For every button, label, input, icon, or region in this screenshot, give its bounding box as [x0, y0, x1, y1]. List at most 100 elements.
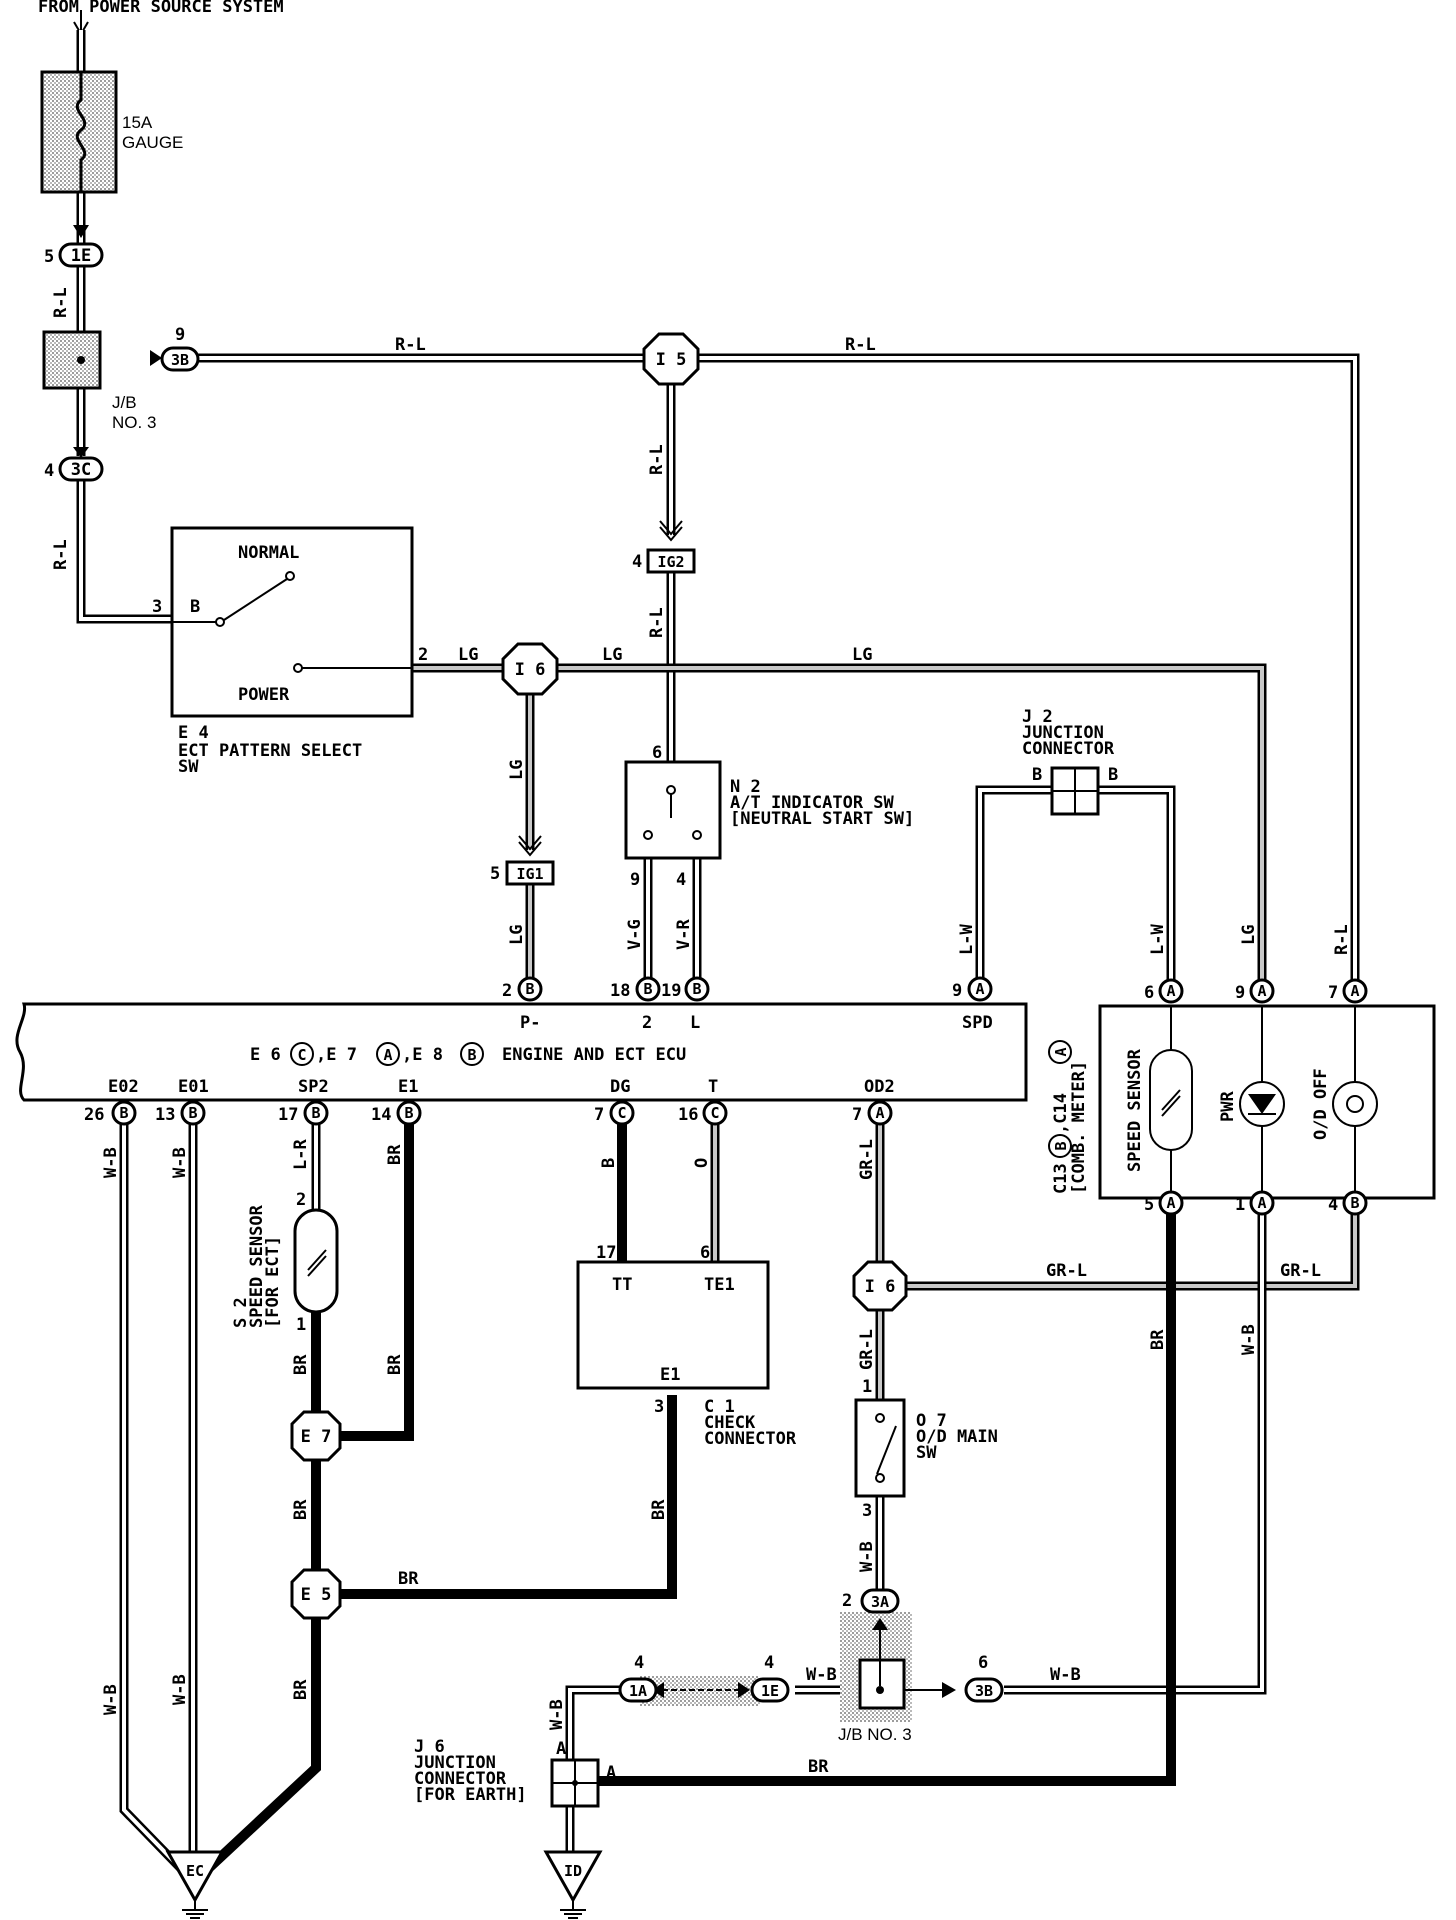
connector-1e-bottom-label: 1E: [761, 1682, 779, 1700]
pin-label: 4: [764, 1653, 774, 1673]
at-indicator-switch: [624, 760, 722, 860]
connector-3c-label: 3C: [71, 460, 91, 480]
meter-id-sub-b: B: [1052, 1141, 1070, 1150]
pin-label: 9: [1235, 983, 1245, 1003]
wire-label: W-B: [101, 1147, 121, 1178]
pin-suffix: B: [188, 1104, 197, 1122]
ground-ec-label: EC: [186, 1862, 204, 1880]
wire-label: BR: [808, 1757, 829, 1777]
connector-3b-bottom-label: 3B: [975, 1682, 993, 1700]
pin-suffix: B: [119, 1104, 128, 1122]
wire-label: LG: [852, 645, 872, 665]
j6-name-1: JUNCTION: [414, 1753, 496, 1773]
pin-label: 9: [630, 870, 640, 890]
junction-block-3-bottom: [640, 1612, 956, 1722]
pin-label: 6: [652, 743, 662, 763]
meter-id: C13: [1051, 1163, 1071, 1194]
wire-label: V-R: [674, 919, 694, 950]
pin-label: 7: [594, 1105, 604, 1125]
connector-3a-label: 3A: [871, 1593, 889, 1611]
ecu-term-2: 2: [642, 1013, 652, 1033]
ecu-pin-16c: C: [702, 1100, 728, 1126]
ecu-pin-7a: A: [867, 1100, 893, 1126]
junction-connector-j2: [1050, 766, 1100, 816]
fuse-rating: 15A: [122, 113, 153, 132]
pin-suffix: C: [710, 1104, 719, 1122]
wire-label: R-L: [845, 335, 876, 355]
connector-1e-top: 1E: [58, 242, 104, 268]
splice-i6-bottom: I 6: [852, 1260, 908, 1312]
pin-label: 1: [296, 1315, 306, 1335]
pin-label: 3: [152, 597, 162, 617]
pin-label: 6: [978, 1653, 988, 1673]
fuse-15a-gauge: [40, 70, 118, 238]
pin-suffix: A: [975, 980, 984, 998]
ecu-title-e8: ,E 8: [402, 1045, 443, 1065]
wire-label: W-B: [101, 1684, 121, 1715]
pin-label: 6: [1144, 983, 1154, 1003]
s2-name-2: [FOR ECT]: [263, 1236, 283, 1328]
ecu-title-c: C: [297, 1046, 306, 1064]
e4-name-2: SW: [178, 757, 199, 777]
splice-i6-mid: I 6: [501, 642, 559, 696]
c1-te1: TE1: [704, 1275, 735, 1295]
wire-label: L-R: [291, 1139, 311, 1170]
ecu-title-e7: ,E 7: [316, 1045, 357, 1065]
wire-label: BR: [398, 1569, 419, 1589]
pin-label: 4: [44, 461, 54, 481]
splice-e5-label: E 5: [301, 1585, 332, 1605]
ecu-pin-19b: B: [684, 976, 710, 1002]
ecu-pin-26b: B: [111, 1100, 137, 1126]
s2-id: S 2: [231, 1297, 251, 1328]
splice-e7-label: E 7: [301, 1427, 332, 1447]
wire-label: L-W: [1148, 924, 1168, 955]
splice-i6-bottom-label: I 6: [865, 1277, 896, 1297]
engine-and-ect-ecu: [15, 1002, 1028, 1102]
meter-pwr: PWR: [1218, 1091, 1238, 1122]
pin-label: 7: [852, 1105, 862, 1125]
pin-label: 1: [1235, 1195, 1245, 1215]
wire-label: GR-L: [857, 1139, 877, 1180]
ecu-term-p: P-: [520, 1013, 540, 1033]
pin-label: 14: [371, 1105, 391, 1125]
meter-pin-6a: A: [1158, 978, 1184, 1004]
pin-label: 1: [862, 1377, 872, 1397]
meter-pin-4b: B: [1342, 1190, 1368, 1216]
ecu-pin-2b: B: [517, 976, 543, 1002]
pin-suffix: A: [1257, 1194, 1266, 1212]
speed-sensor-s2: [293, 1208, 339, 1314]
ecu-title-e6: E 6: [250, 1045, 281, 1065]
pin-suffix: C: [617, 1104, 626, 1122]
e4-id: E 4: [178, 723, 209, 743]
junction-block-3-top: [42, 330, 162, 458]
ecu-term-t: T: [708, 1077, 718, 1097]
n2-name-1: A/T INDICATOR SW: [730, 793, 895, 813]
ground-id-label: ID: [564, 1862, 582, 1880]
splice-e7: E 7: [290, 1410, 342, 1462]
jb-label-2: NO. 3: [112, 413, 156, 432]
meter-pin-7a: A: [1342, 978, 1368, 1004]
connector-3c: 3C: [58, 456, 104, 482]
wire-label: BR: [291, 1354, 311, 1375]
ect-pattern-select-switch: [170, 526, 414, 718]
wire-label: W-B: [170, 1147, 190, 1178]
meter-id-2: ,C14: [1051, 1093, 1071, 1134]
j6-id: J 6: [414, 1737, 445, 1757]
combination-meter: [1098, 1004, 1436, 1200]
pin-suffix: A: [1166, 982, 1175, 1000]
wire-label: LG: [602, 645, 622, 665]
connector-3b-top-label: 3B: [171, 351, 189, 369]
ecu-pin-17b: B: [303, 1100, 329, 1126]
n2-name-2: [NEUTRAL START SW]: [730, 809, 914, 829]
od-main-switch: [854, 1398, 906, 1498]
ecu-pin-9a: A: [967, 976, 993, 1002]
j6-name-2: CONNECTOR: [414, 1769, 507, 1789]
connector-3b-bottom: 3B: [964, 1677, 1004, 1703]
wire-label: GR-L: [1046, 1261, 1087, 1281]
wire-label: BR: [649, 1499, 669, 1520]
pin-label: 13: [155, 1105, 175, 1125]
diagram-header: FROM POWER SOURCE SYSTEM: [38, 0, 284, 17]
ecu-title-b: B: [467, 1046, 476, 1064]
wire-label: W-B: [547, 1699, 567, 1730]
ecu-pin-13b: B: [180, 1100, 206, 1126]
